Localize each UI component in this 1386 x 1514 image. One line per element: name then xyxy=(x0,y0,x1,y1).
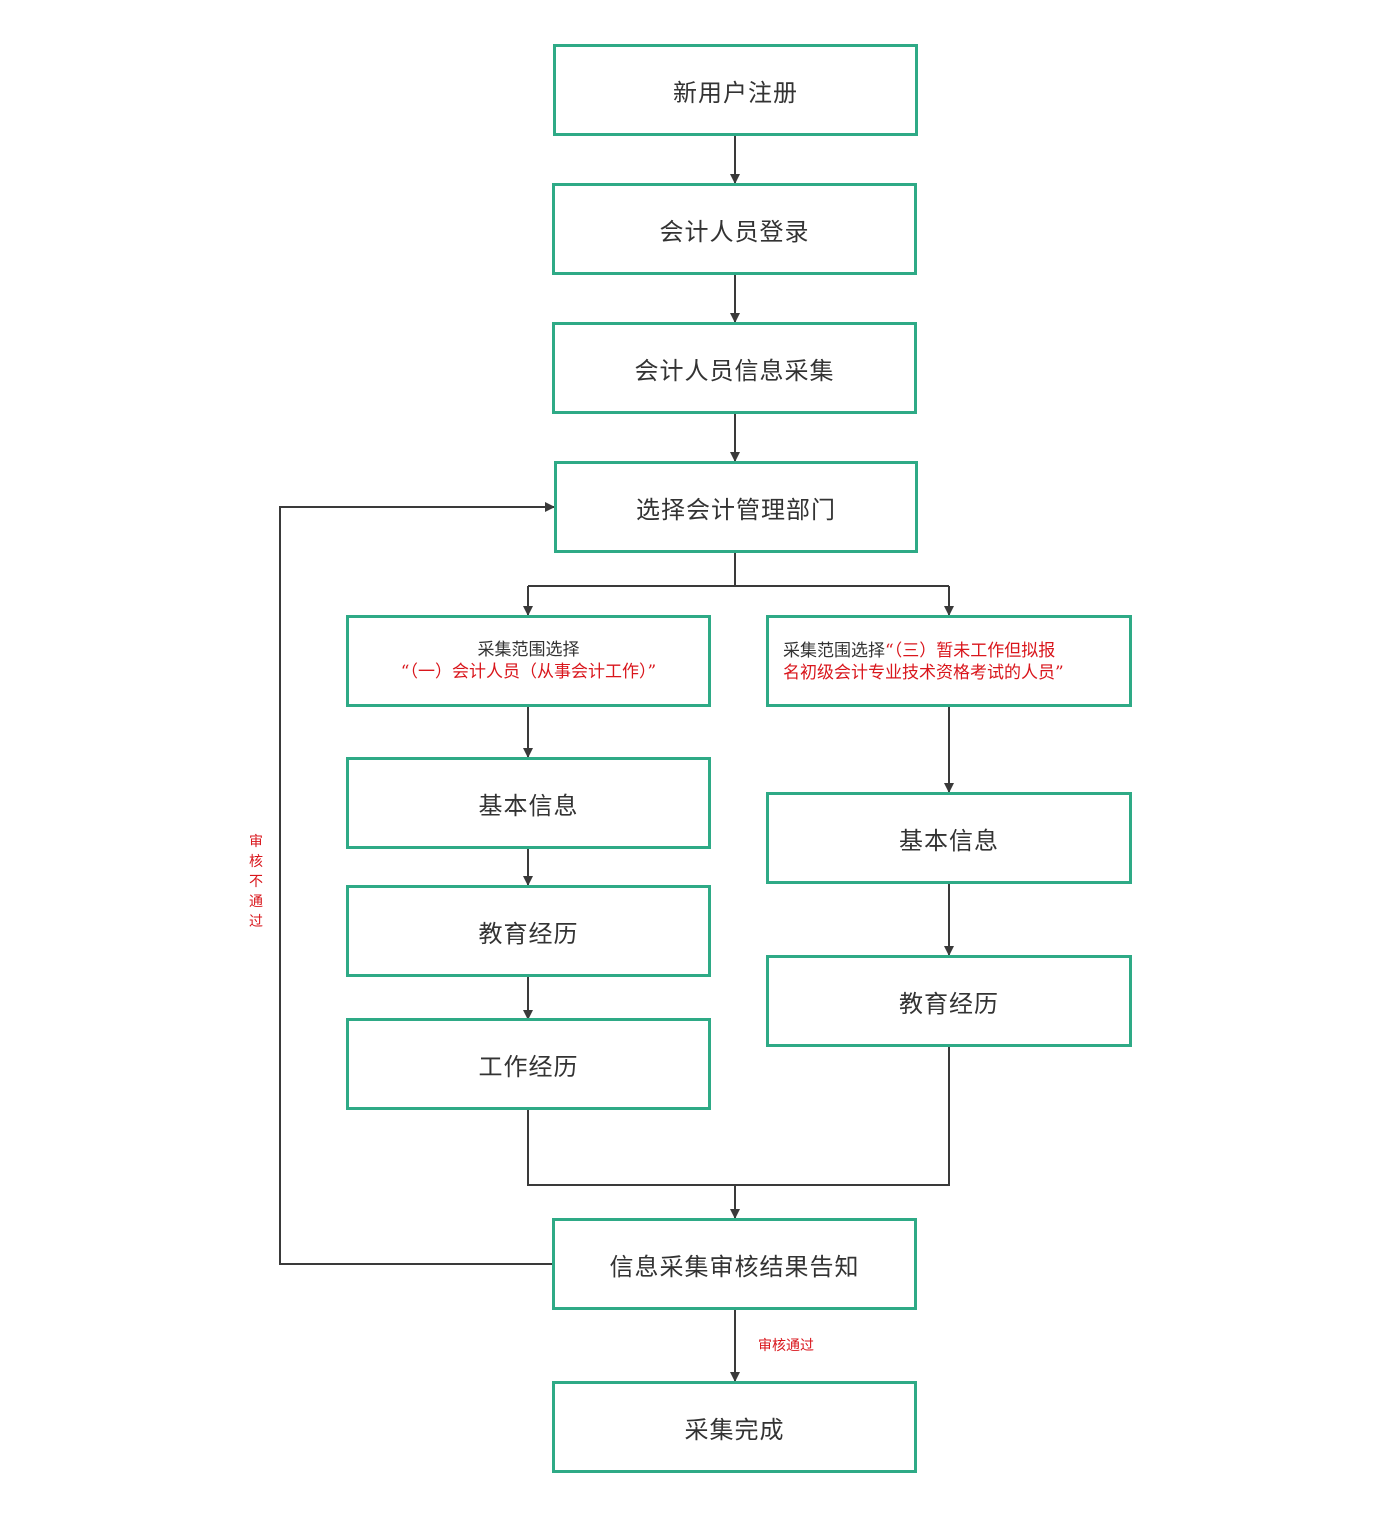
review-failed-label: 审核不通过 xyxy=(249,834,263,930)
right-basic-info-node: 基本信息 xyxy=(766,792,1132,884)
branch-trunk xyxy=(528,553,949,587)
review-result-node: 信息采集审核结果告知 xyxy=(552,1218,917,1310)
left-basic-info-node: 基本信息 xyxy=(346,757,711,849)
scope-three-highlight-line2: 名初级会计专业技术资格考试的人员” xyxy=(783,663,1064,683)
scope-three-node: 采集范围选择“（三）暂未工作但拟报 名初级会计专业技术资格考试的人员” xyxy=(766,615,1132,707)
review-passed-label: 审核通过 xyxy=(758,1338,814,1354)
left-work-label: 工作经历 xyxy=(478,1052,579,1081)
complete-label: 采集完成 xyxy=(684,1415,785,1444)
left-education-node: 教育经历 xyxy=(346,885,711,977)
right-education-node: 教育经历 xyxy=(766,955,1132,1047)
register-node: 新用户注册 xyxy=(553,44,918,136)
left-education-label: 教育经历 xyxy=(478,919,579,948)
select-dept-node: 选择会计管理部门 xyxy=(554,461,918,553)
left-work-node: 工作经历 xyxy=(346,1018,711,1110)
left-basic-info-label: 基本信息 xyxy=(478,791,579,820)
scope-three-prefix: 采集范围选择 xyxy=(783,641,885,661)
register-label: 新用户注册 xyxy=(673,78,798,107)
login-node: 会计人员登录 xyxy=(552,183,917,275)
merge-lines xyxy=(527,1047,950,1186)
scope-one-highlight: “（一）会计人员（从事会计工作）” xyxy=(400,662,657,682)
right-education-label: 教育经历 xyxy=(899,989,999,1018)
select-dept-label: 选择会计管理部门 xyxy=(636,495,836,524)
collect-info-label: 会计人员信息采集 xyxy=(634,356,835,385)
arrow-review-failed-loop xyxy=(279,502,555,1265)
login-label: 会计人员登录 xyxy=(659,217,810,246)
right-basic-info-label: 基本信息 xyxy=(899,826,999,855)
scope-one-prefix: 采集范围选择 xyxy=(477,640,580,660)
complete-node: 采集完成 xyxy=(552,1381,917,1473)
collect-info-node: 会计人员信息采集 xyxy=(552,322,917,414)
scope-one-node: 采集范围选择 “（一）会计人员（从事会计工作）” xyxy=(346,615,711,707)
review-result-label: 信息采集审核结果告知 xyxy=(609,1252,860,1281)
scope-three-highlight-line1: “（三）暂未工作但拟报 xyxy=(885,641,1056,661)
